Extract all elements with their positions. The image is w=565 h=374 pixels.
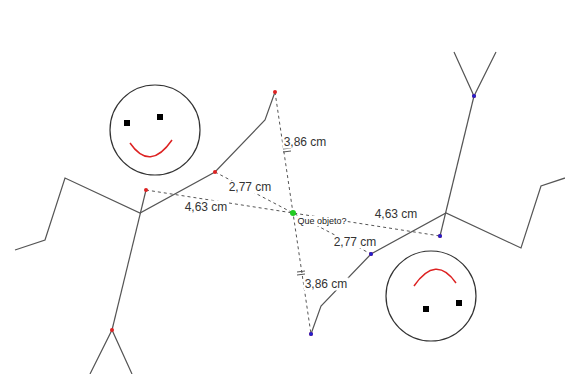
symmetry-lines [146,92,440,334]
rotated-figure [309,52,565,341]
object-tag: Que objeto? [296,216,347,226]
distance-label: 3,86 cm [283,136,328,149]
distance-label: 3,86 cm [304,278,349,291]
equal-marks [283,148,305,275]
center-point [290,210,296,216]
distance-label: 2,77 cm [228,181,273,194]
distance-label: 4,63 cm [184,201,229,214]
stick-figure [15,85,277,374]
image-points [309,94,476,336]
distance-label: 2,77 cm [333,236,378,249]
distance-label: 4,63 cm [374,208,419,221]
